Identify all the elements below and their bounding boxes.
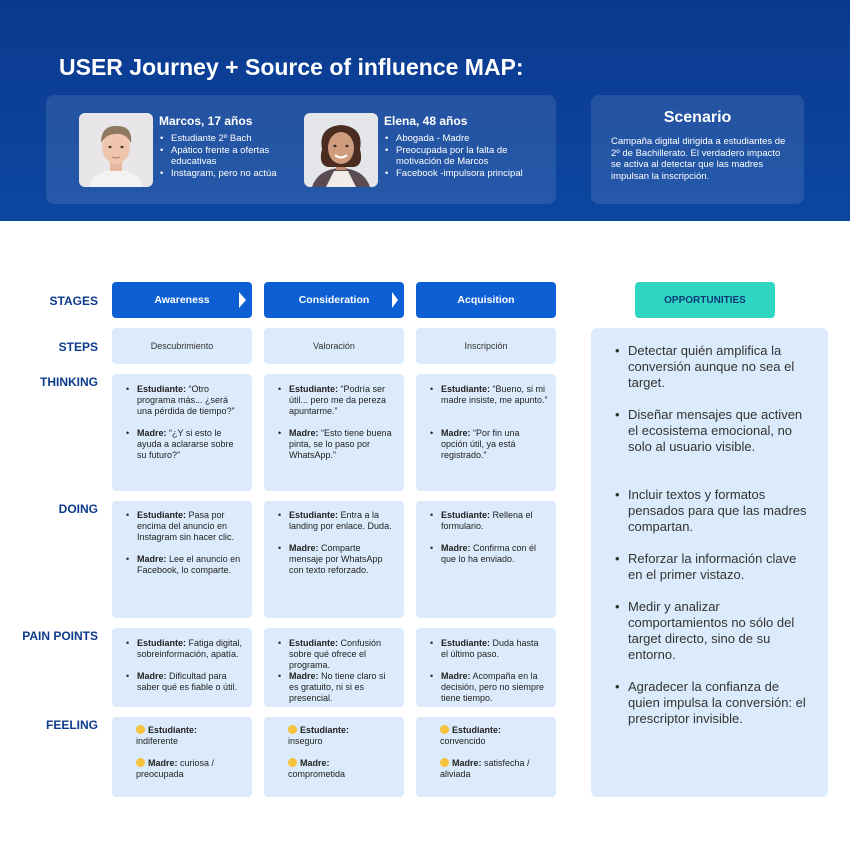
opportunity-item: •Incluir textos y formatos pensados para… xyxy=(615,487,807,534)
emoji-face-icon xyxy=(136,725,145,734)
opportunity-item: •Medir y analizar comportamientos no sól… xyxy=(615,599,795,662)
feeling-entry: Estudiante:indiferente xyxy=(136,725,198,746)
feeling-entry: Madre:comprometida xyxy=(288,758,346,779)
woman-portrait-icon xyxy=(304,113,378,187)
pain-points-cell-consideration: •Estudiante: Confusión sobre qué ofrece … xyxy=(264,628,404,707)
opportunities-button[interactable]: OPPORTUNITIES xyxy=(635,282,775,318)
doing-cell-awareness: •Estudiante: Pasa por encima del anuncio… xyxy=(112,501,252,618)
row-label-doing: DOING xyxy=(58,502,98,516)
feeling-cell-consideration: Estudiante:inseguro Madre:comprometida xyxy=(264,717,404,797)
row-label-steps: STEPS xyxy=(58,340,98,354)
stage-consideration[interactable]: Consideration xyxy=(264,282,404,318)
scenario-text: Campaña digital dirigida a estudiantes d… xyxy=(611,136,786,182)
thinking-entry: •Madre: “Esto tiene buena pinta, se lo p… xyxy=(278,428,392,460)
emoji-face-icon xyxy=(440,758,449,767)
feeling-entry: Madre: curiosa / preocupada xyxy=(136,758,215,779)
emoji-face-icon xyxy=(288,725,297,734)
opportunity-item: •Agradecer la confianza de quien impulsa… xyxy=(615,679,806,726)
persona-detail: Estudiante 2º Bach xyxy=(159,133,291,145)
avatar-marcos xyxy=(79,113,153,187)
emoji-face-icon xyxy=(136,758,145,767)
pain-point-entry: •Madre: No tiene claro si es gratuito, n… xyxy=(278,671,386,703)
pain-point-entry: •Estudiante: Fatiga digital, sobreinform… xyxy=(126,638,243,659)
opportunities-panel: •Detectar quién amplifica la conversión … xyxy=(591,328,828,797)
thinking-entry: •Estudiante: “Bueno, si mi madre insiste… xyxy=(430,384,548,405)
doing-entry: •Estudiante: Pasa por encima del anuncio… xyxy=(126,510,235,542)
thinking-entry: •Estudiante: “Otro programa más... ¿será… xyxy=(126,384,235,416)
persona-details-marcos: Estudiante 2º Bach Apático frente a ofer… xyxy=(159,133,291,179)
pain-points-cell-awareness: •Estudiante: Fatiga digital, sobreinform… xyxy=(112,628,252,707)
thinking-cell-awareness: •Estudiante: “Otro programa más... ¿será… xyxy=(112,374,252,491)
feeling-entry: Madre: satisfecha / aliviada xyxy=(440,758,530,779)
emoji-face-icon xyxy=(288,758,297,767)
doing-cell-consideration: •Estudiante: Entra a la landing por enla… xyxy=(264,501,404,618)
stage-awareness[interactable]: Awareness xyxy=(112,282,252,318)
thinking-entry: •Estudiante: “Podría ser útil... pero me… xyxy=(278,384,387,416)
row-label-stages: STAGES xyxy=(49,294,98,308)
persona-detail: Facebook -impulsora principal xyxy=(384,168,524,180)
header-banner: USER Journey + Source of influence MAP: … xyxy=(0,0,850,221)
persona-details-elena: Abogada - Madre Preocupada por la falta … xyxy=(384,133,524,179)
thinking-cell-consideration: •Estudiante: “Podría ser útil... pero me… xyxy=(264,374,404,491)
emoji-face-icon xyxy=(440,725,449,734)
persona-detail: Abogada - Madre xyxy=(384,133,524,145)
doing-entry: •Madre: Lee el anuncio en Facebook, lo c… xyxy=(126,554,241,575)
thinking-entry: •Madre: “Por fin una opción útil, ya est… xyxy=(430,428,520,460)
pain-point-entry: •Madre: Dificultad para saber qué es fia… xyxy=(126,671,238,692)
row-label-pain-points: PAIN POINTS xyxy=(22,629,98,643)
opportunity-item: •Diseñar mensajes que activen el ecosist… xyxy=(615,407,803,454)
persona-name-marcos: Marcos, 17 años xyxy=(159,114,253,128)
pain-point-entry: •Madre: Acompaña en la decisión, pero no… xyxy=(430,671,545,703)
doing-cell-acquisition: •Estudiante: Rellena el formulario. •Mad… xyxy=(416,501,556,618)
teen-boy-portrait-icon xyxy=(79,113,153,187)
thinking-cell-acquisition: •Estudiante: “Bueno, si mi madre insiste… xyxy=(416,374,556,491)
step-cell: Valoración xyxy=(264,328,404,364)
persona-detail: Instagram, pero no actúa xyxy=(159,168,291,180)
feeling-entry: Estudiante:convencido xyxy=(440,725,502,746)
stage-acquisition[interactable]: Acquisition xyxy=(416,282,556,318)
page-title: USER Journey + Source of influence MAP: xyxy=(59,54,524,80)
persona-detail: Apático frente a ofertas educativas xyxy=(159,145,291,168)
feeling-cell-acquisition: Estudiante:convencido Madre: satisfecha … xyxy=(416,717,556,797)
pain-point-entry: •Estudiante: Confusión sobre qué ofrece … xyxy=(278,638,382,670)
stage-label: Consideration xyxy=(298,294,370,306)
doing-entry: •Madre: Confirma con él que lo ha enviad… xyxy=(430,543,537,564)
pain-points-cell-acquisition: •Estudiante: Duda hasta el último paso. … xyxy=(416,628,556,707)
doing-entry: •Madre: Comparte mensaje por WhatsApp co… xyxy=(278,543,383,575)
step-cell: Descubrimiento xyxy=(112,328,252,364)
step-cell: Inscripción xyxy=(416,328,556,364)
pain-point-entry: •Estudiante: Duda hasta el último paso. xyxy=(430,638,539,659)
opportunity-item: •Reforzar la información clave en el pri… xyxy=(615,551,797,582)
thinking-entry: •Madre: “¿Y si esto le ayuda a aclararse… xyxy=(126,428,234,460)
feeling-cell-awareness: Estudiante:indiferente Madre: curiosa / … xyxy=(112,717,252,797)
personas-panel: Marcos, 17 años Estudiante 2º Bach Apáti… xyxy=(46,95,556,204)
avatar-elena xyxy=(304,113,378,187)
row-label-thinking: THINKING xyxy=(40,375,98,389)
persona-name-elena: Elena, 48 años xyxy=(384,114,468,128)
scenario-panel: Scenario Campaña digital dirigida a estu… xyxy=(591,95,804,204)
opportunity-item: •Detectar quién amplifica la conversión … xyxy=(615,343,795,390)
doing-entry: •Estudiante: Entra a la landing por enla… xyxy=(278,510,392,531)
feeling-entry: Estudiante:inseguro xyxy=(288,725,350,746)
persona-detail: Preocupada por la falta de motivación de… xyxy=(384,145,524,168)
chevron-right-icon xyxy=(239,292,246,308)
stage-label: Awareness xyxy=(154,294,210,306)
chevron-right-icon xyxy=(392,292,398,308)
stage-label: Acquisition xyxy=(457,294,515,306)
row-label-feeling: FEELING xyxy=(45,718,98,732)
doing-entry: •Estudiante: Rellena el formulario. xyxy=(430,510,533,531)
scenario-title: Scenario xyxy=(663,109,732,126)
